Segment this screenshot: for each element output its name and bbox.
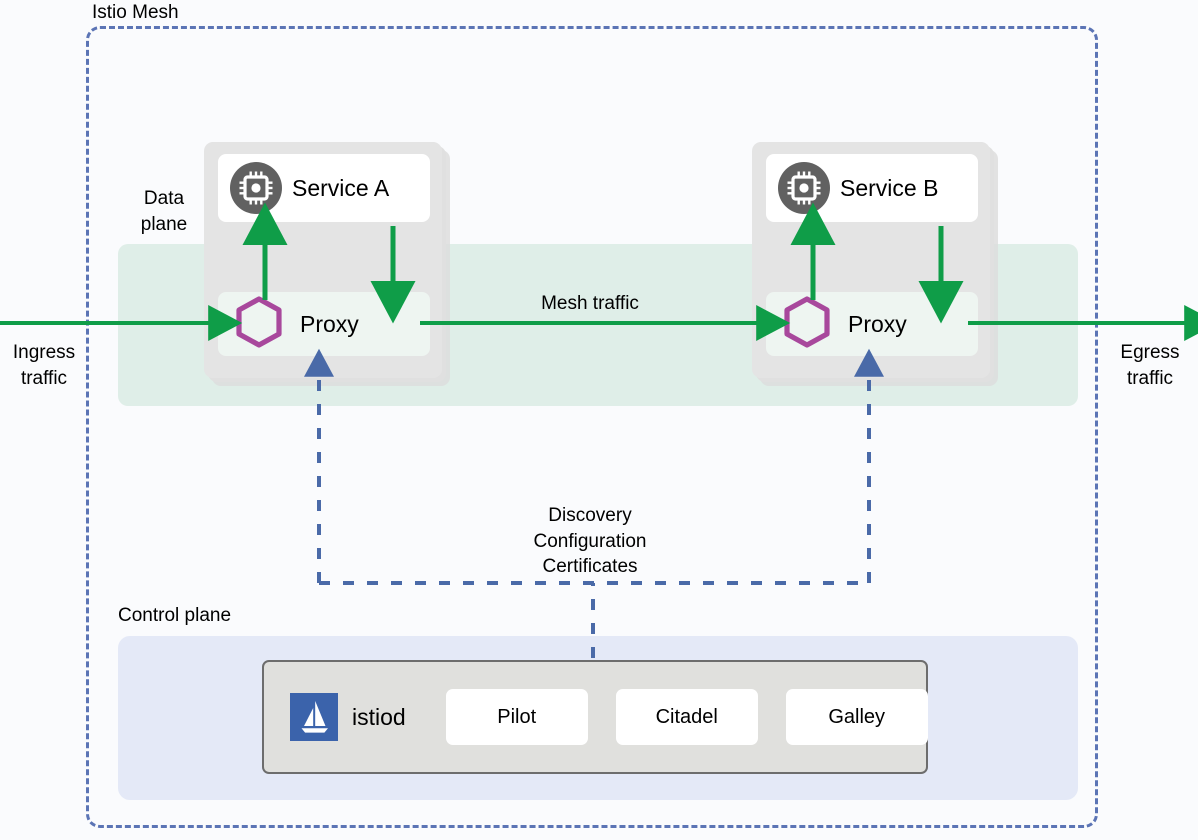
proxy-a-label: Proxy	[300, 310, 359, 337]
egress-traffic-label-line1: Egress	[1120, 342, 1180, 363]
control-plane-component-pilot-label: Pilot	[497, 705, 537, 728]
service-a-label: Service A	[292, 174, 390, 201]
control-plane-component-citadel[interactable]: Citadel	[615, 689, 758, 745]
egress-traffic-label: Egress traffic	[1108, 340, 1192, 392]
istio-sailboat-logo-icon	[290, 693, 338, 741]
data-plane-label-line2: plane	[140, 214, 188, 235]
control-channel-line-discovery: Discovery	[548, 505, 632, 526]
service-b-label: Service B	[840, 174, 939, 201]
ingress-traffic-label-line1: Ingress	[12, 342, 76, 363]
control-channel-line-certificates: Certificates	[542, 556, 638, 577]
proxy-b-label: Proxy	[848, 310, 907, 337]
mesh-traffic-label: Mesh traffic	[541, 293, 639, 314]
envoy-hexagon-icon	[782, 295, 832, 354]
pod-service-b: Service B Proxy	[752, 142, 1002, 390]
control-plane-label: Control plane	[118, 605, 232, 626]
envoy-hexagon-icon	[234, 295, 284, 354]
istio-mesh-boundary	[86, 26, 1098, 828]
istio-mesh-label: Istio Mesh	[86, 2, 185, 24]
service-b-box[interactable]: Service B	[766, 154, 978, 222]
microchip-icon	[778, 162, 830, 214]
egress-traffic-label-line2: traffic	[1126, 368, 1174, 389]
istiod-container: istiod Pilot Citadel Galley	[262, 660, 928, 774]
data-plane-label-line1: Data	[143, 188, 185, 209]
service-a-box[interactable]: Service A	[218, 154, 430, 222]
ingress-traffic-label: Ingress traffic	[4, 340, 84, 392]
pod-service-a: Service A Proxy	[204, 142, 454, 390]
data-plane-label: Data plane	[118, 186, 210, 238]
ingress-traffic-label-line2: traffic	[20, 368, 68, 389]
control-plane-component-galley[interactable]: Galley	[785, 689, 928, 745]
control-plane-component-pilot[interactable]: Pilot	[445, 689, 588, 745]
control-channel-label: Discovery Configuration Certificates	[480, 503, 700, 580]
proxy-b-box[interactable]: Proxy	[766, 292, 978, 356]
microchip-icon	[230, 162, 282, 214]
control-plane-component-citadel-label: Citadel	[655, 705, 718, 728]
istiod-label: istiod	[352, 703, 406, 730]
control-channel-line-configuration: Configuration	[533, 530, 647, 552]
control-plane-component-galley-label: Galley	[828, 705, 886, 728]
proxy-a-box[interactable]: Proxy	[218, 292, 430, 356]
